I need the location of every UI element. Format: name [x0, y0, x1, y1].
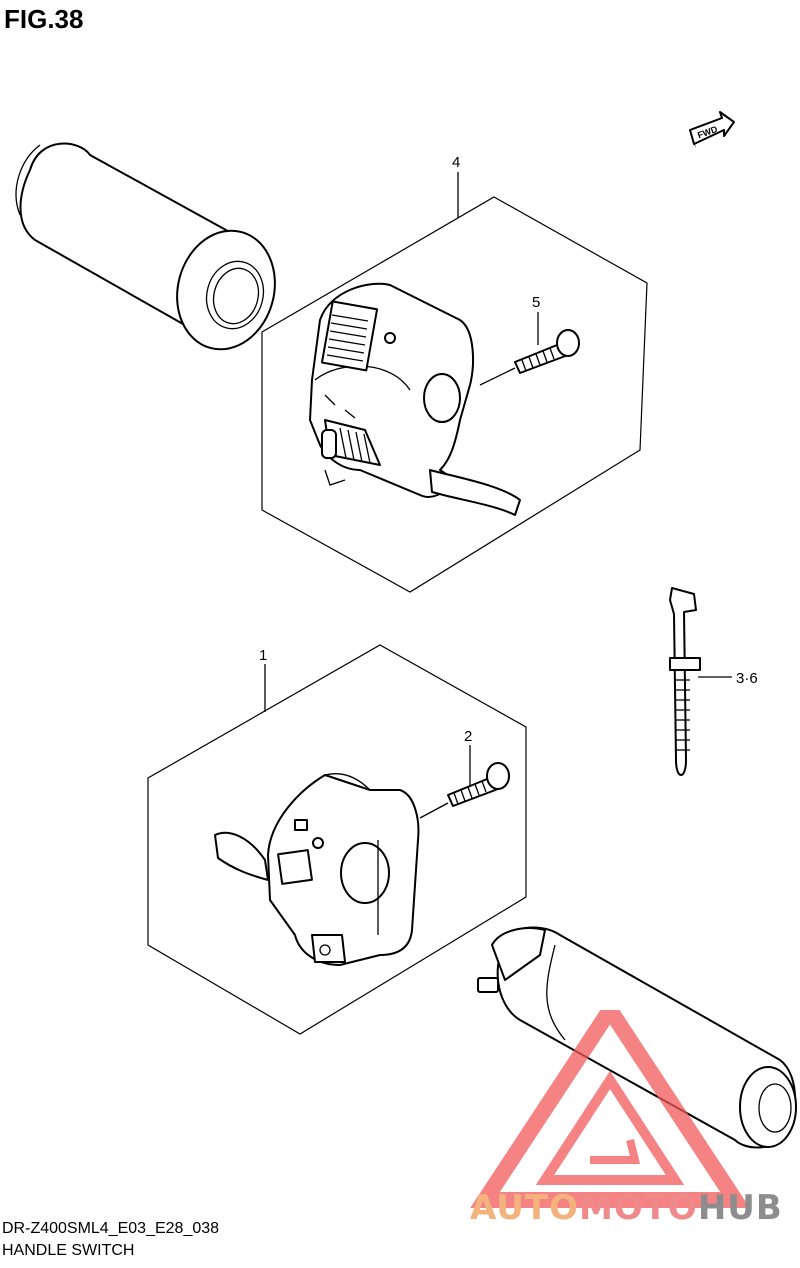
callout-3-6: 3·6	[736, 670, 758, 687]
diagram-caption: HANDLE SWITCH	[2, 1242, 135, 1259]
callout-1: 1	[259, 647, 267, 664]
screw-2[interactable]	[419, 745, 510, 819]
figure-title: FIG.38	[4, 4, 84, 34]
left-grip[interactable]	[15, 142, 288, 361]
watermark-auto: AUTO	[470, 1188, 579, 1228]
right-handle-switch[interactable]	[309, 282, 521, 516]
callout-4: 4	[452, 154, 460, 171]
left-handle-switch[interactable]	[214, 773, 420, 966]
assembly-frame-1	[147, 644, 527, 1035]
throttle-grip[interactable]	[477, 926, 797, 1149]
model-code: DR-Z400SML4_E03_E28_038	[2, 1220, 220, 1237]
assembly-frame-4	[261, 196, 648, 593]
screw-5[interactable]	[479, 312, 580, 386]
footer: DR-Z400SML4_E03_E28_038 HANDLE SWITCH	[2, 1218, 219, 1262]
cable-tie[interactable]	[669, 587, 732, 776]
watermark-hub: HUB	[697, 1188, 783, 1228]
watermark-text: AUTOMOTOHUB	[470, 1188, 783, 1228]
watermark-moto: MOTO	[578, 1188, 698, 1228]
callout-2: 2	[464, 728, 472, 745]
callout-5: 5	[532, 294, 540, 311]
watermark-logo-icon	[470, 1010, 750, 1208]
fwd-arrow-icon: FWD	[689, 111, 735, 148]
